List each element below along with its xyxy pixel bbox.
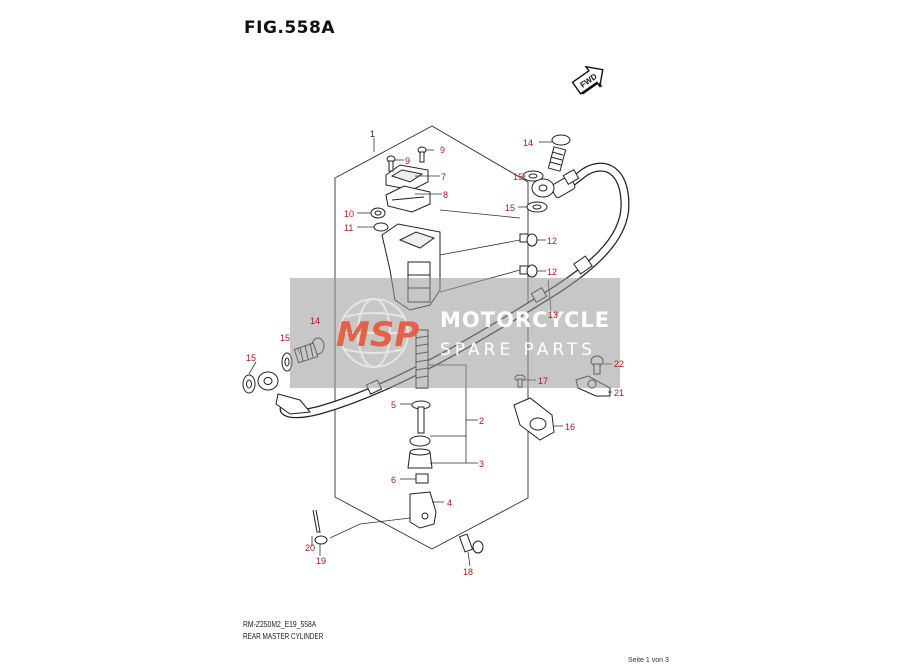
oring-10	[370, 207, 386, 219]
bolt-12-lower	[519, 264, 538, 278]
callout-22: 22	[614, 359, 624, 369]
circlip	[409, 435, 431, 447]
callout-15-lower-a: 15	[280, 333, 290, 343]
boot-3	[407, 448, 433, 469]
watermark: MSP MOTORCYCLE SPARE PARTS	[290, 278, 620, 388]
figure-title: FIG.558A	[244, 18, 335, 38]
reservoir-cap	[385, 164, 429, 191]
hose-upper-fitting	[531, 168, 580, 198]
callout-15-upper-a: 15	[513, 172, 523, 182]
callout-1: 1	[370, 129, 375, 139]
callout-labels: 1 2 3 4 5 6 7 8 9 9 10 11 12 12 13 14 14…	[246, 129, 624, 577]
callout-6: 6	[391, 475, 396, 485]
footer-figure-name: REAR MASTER CYLINDER	[243, 632, 324, 641]
watermark-title: MOTORCYCLE	[440, 308, 610, 332]
callout-21: 21	[614, 388, 624, 398]
callout-11: 11	[344, 223, 353, 233]
screw-9-right	[417, 146, 427, 163]
oring-11	[373, 222, 389, 232]
callout-9-right: 9	[440, 145, 445, 155]
page-number: Seite 1 von 3	[628, 657, 669, 664]
screw-9-left	[386, 155, 396, 172]
callout-15-lower-b: 15	[246, 353, 256, 363]
clevis-4	[409, 491, 437, 529]
callout-14-upper: 14	[523, 138, 533, 148]
callout-2: 2	[479, 416, 484, 426]
callout-18: 18	[463, 567, 473, 577]
callout-19: 19	[316, 556, 326, 566]
washer-lower-b	[242, 374, 256, 394]
bolt-12-upper	[519, 233, 538, 247]
callout-10: 10	[344, 209, 354, 219]
nut-6	[415, 473, 429, 484]
callout-15-upper-b: 15	[505, 203, 515, 213]
callout-16: 16	[565, 422, 575, 432]
callout-13: 13	[548, 310, 558, 320]
washer-upper-b	[526, 201, 548, 213]
washer-19	[314, 535, 328, 545]
hose-lower-fitting	[257, 371, 311, 415]
diaphragm	[385, 185, 431, 213]
callout-17: 17	[538, 376, 548, 386]
callout-12-lower: 12	[547, 267, 557, 277]
washer-upper-a	[522, 170, 544, 182]
footer-figure-code: RM-Z250M2_E19_558A	[243, 620, 317, 629]
banjo-bolt-upper	[547, 134, 571, 172]
callout-9-left: 9	[405, 156, 410, 166]
callout-8: 8	[443, 190, 448, 200]
callout-7: 7	[441, 172, 446, 182]
callout-4: 4	[447, 498, 452, 508]
assembly-outline	[334, 125, 529, 550]
cotter-pin-20	[312, 509, 321, 533]
callout-3: 3	[479, 459, 484, 469]
callout-5: 5	[391, 400, 396, 410]
watermark-logo: MSP	[336, 315, 419, 355]
pushrod-5	[411, 400, 431, 434]
callout-12-upper: 12	[547, 236, 557, 246]
fwd-arrow-icon: FWD	[571, 65, 604, 95]
callout-14-lower: 14	[310, 316, 320, 326]
watermark-subtitle: SPARE PARTS	[440, 340, 596, 360]
callout-20: 20	[305, 543, 315, 553]
pin-18	[458, 533, 484, 554]
clamp-16	[513, 397, 555, 441]
